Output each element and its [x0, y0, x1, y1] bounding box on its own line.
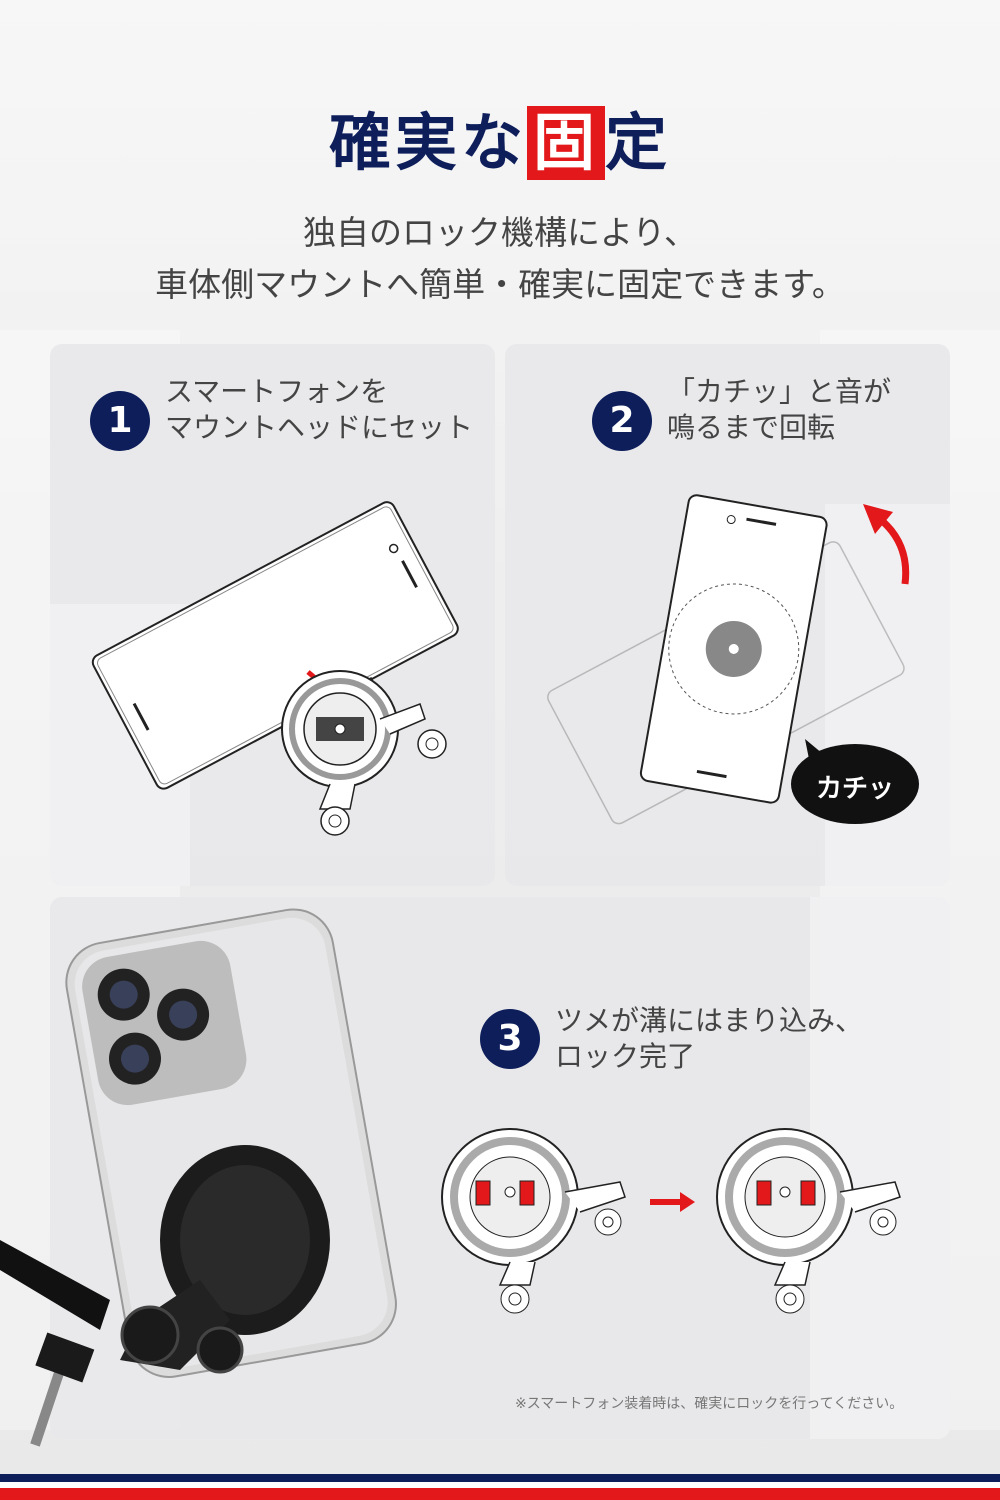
title-highlight: 固: [526, 106, 605, 180]
caution-note: ※スマートフォン装着時は、確実にロックを行ってください。: [515, 1396, 904, 1412]
phone-rotation-illustration: [547, 494, 919, 825]
lock-complete-illustration: [441, 1128, 901, 1314]
step-2-panel: 2 「カチッ」と音が 鳴るまで回転 カチッ: [505, 344, 950, 886]
page-title: 確実な固定: [0, 92, 1000, 182]
footer-stripe-white: [0, 1482, 1000, 1488]
footer-stripe-red: [0, 1488, 1000, 1500]
step-2-number: 2: [592, 391, 652, 451]
subtitle-line-1: 独自のロック機構により、: [302, 213, 698, 252]
step-1-text-line-2: マウントヘッドにセット: [165, 411, 474, 444]
step-3-number: 3: [480, 1009, 540, 1069]
title-text: 確実な: [328, 106, 527, 179]
phone-setting-illustration: [91, 501, 459, 836]
title-text-end: 定: [605, 106, 672, 179]
step-2-text-line-1: 「カチッ」と音が: [667, 375, 892, 408]
step-3-text-line-2: ロック完了: [555, 1040, 696, 1073]
step-2-text-line-2: 鳴るまで回転: [667, 411, 836, 444]
mounted-phone-photo: [0, 908, 397, 1447]
step-1-text-line-1: スマートフォンを: [165, 375, 389, 408]
step-1-panel: 1 スマートフォンを マウントヘッドにセット: [50, 344, 495, 886]
subtitle-line-2: 車体側マウントへ簡単・確実に固定できます。: [155, 265, 845, 304]
mount-head: [281, 670, 447, 836]
step-3-text-line-1: ツメが溝にはまり込み、: [555, 1004, 864, 1037]
step-1-number: 1: [90, 391, 150, 451]
click-sound-bubble: カチッ: [815, 774, 894, 804]
footer-stripe-navy: [0, 1474, 1000, 1482]
